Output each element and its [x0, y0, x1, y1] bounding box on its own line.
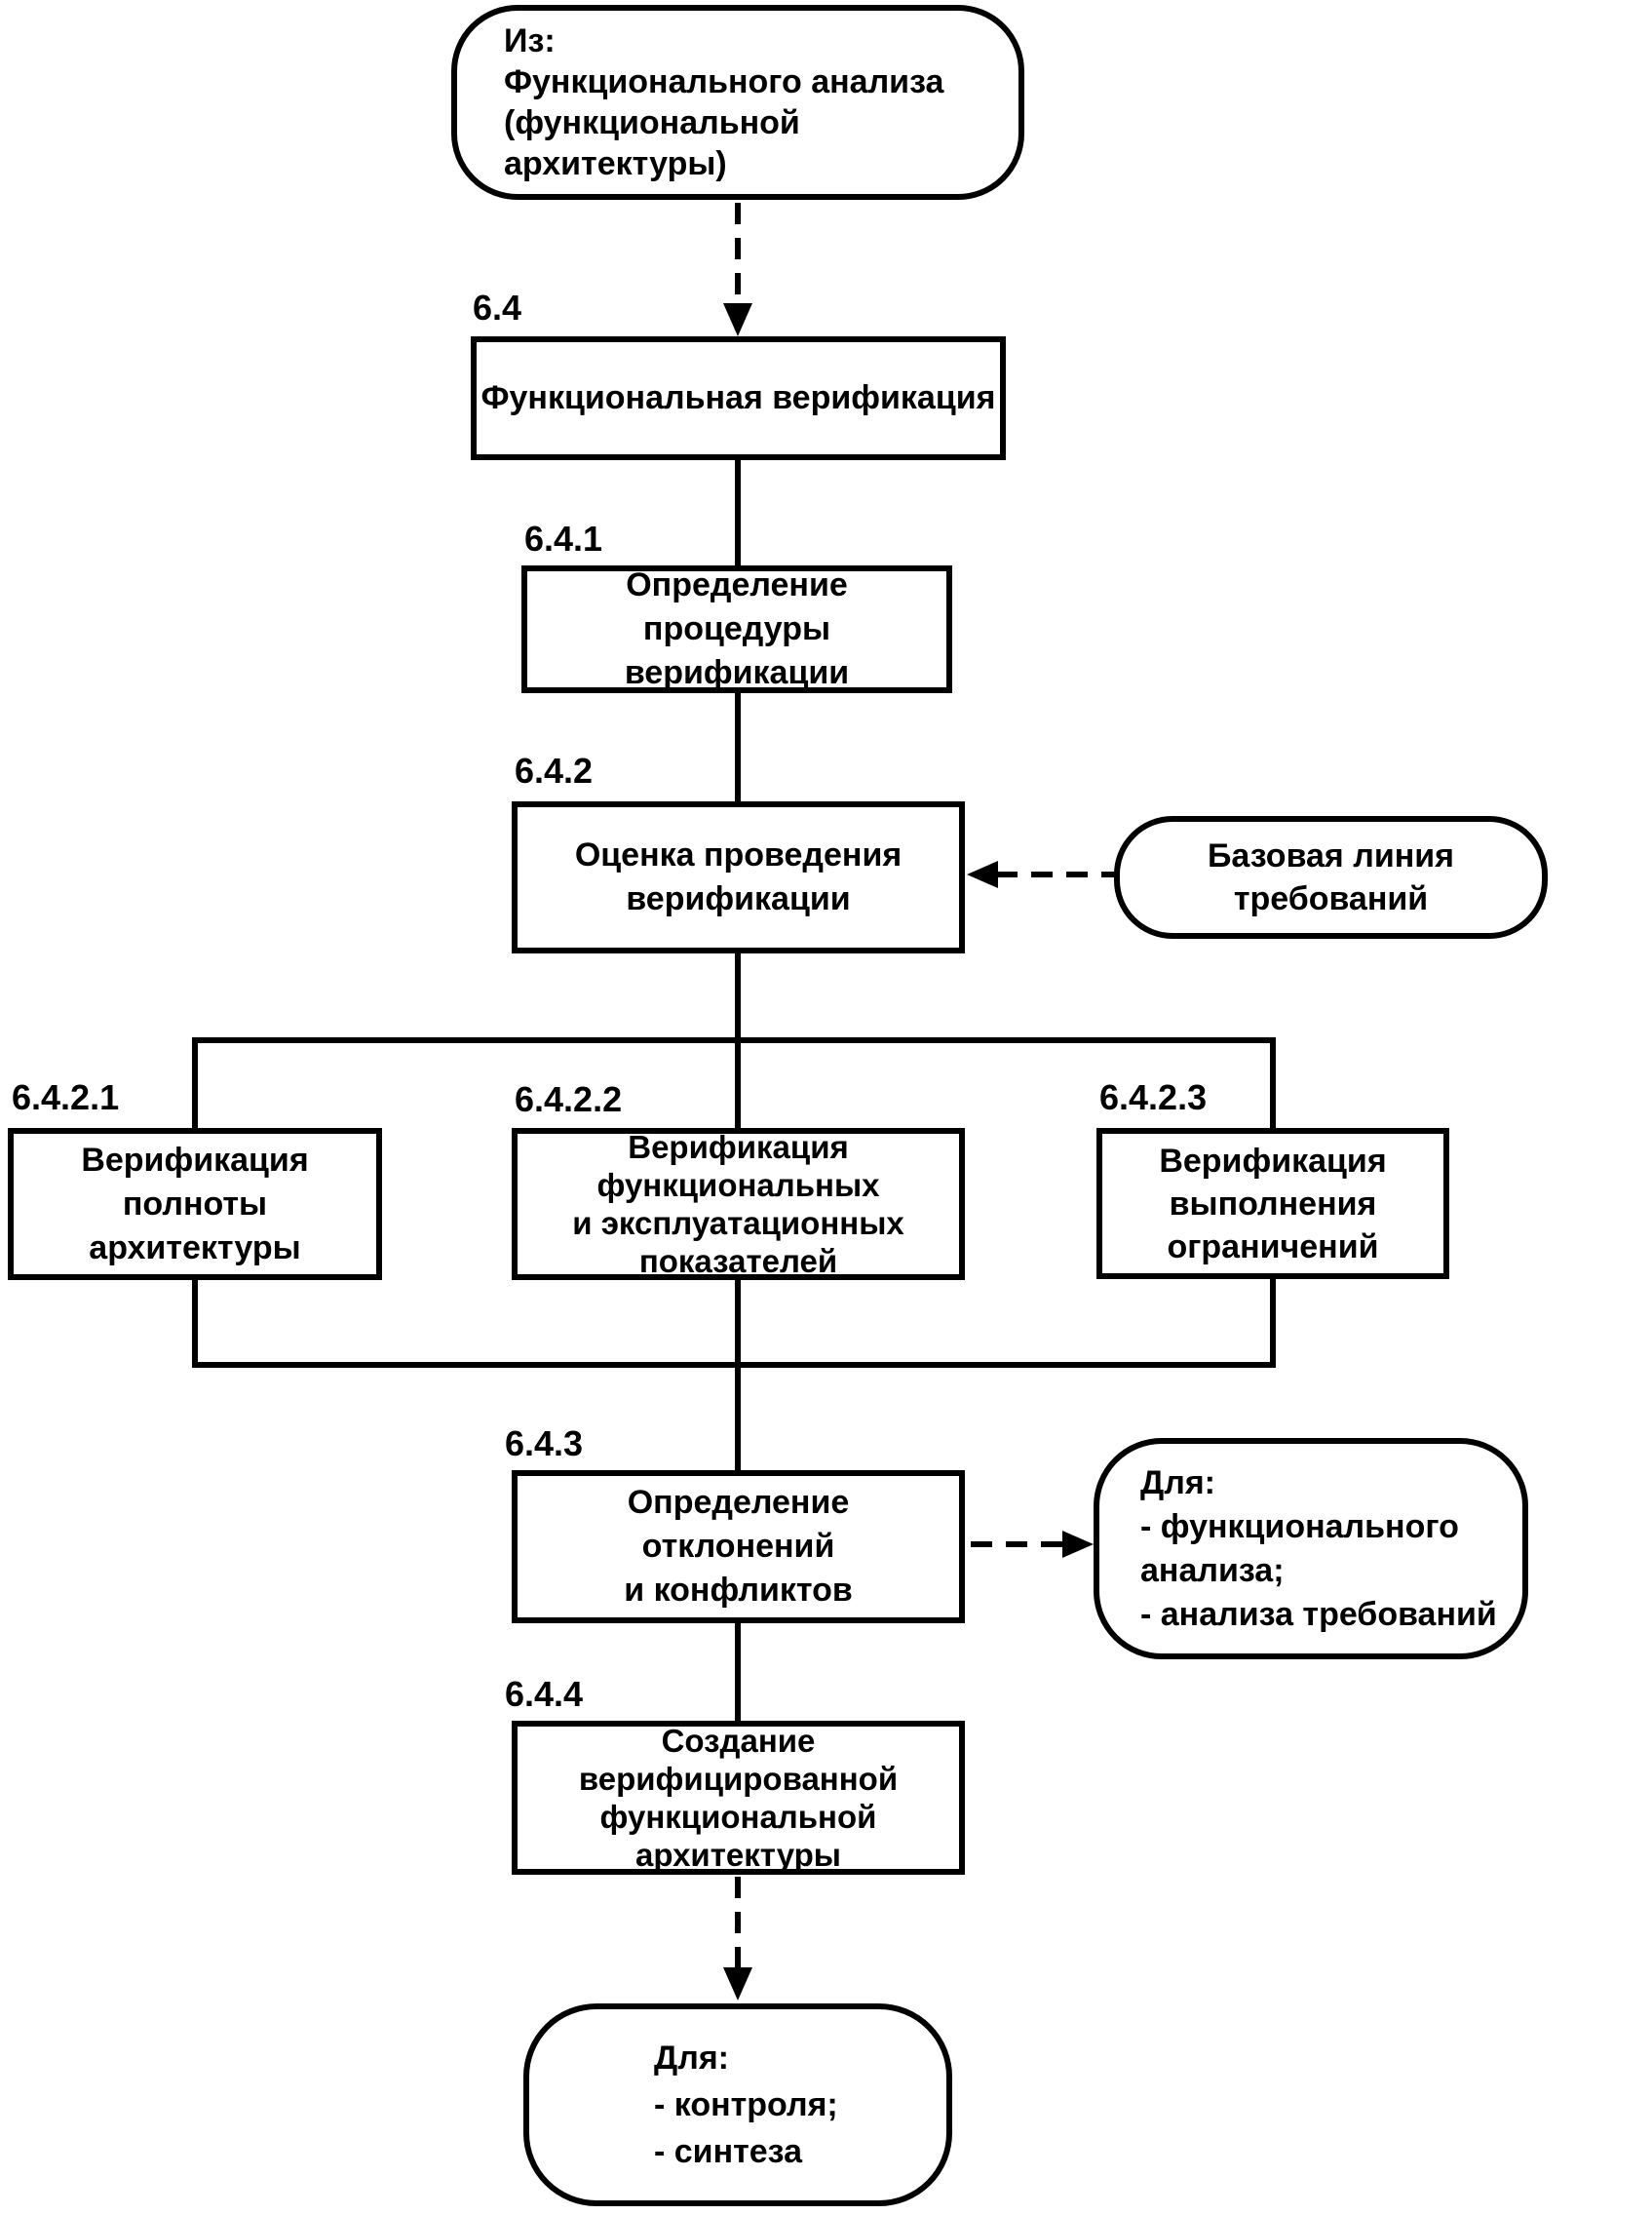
- arrow-down-icon: [723, 303, 752, 336]
- process-box-6-4-3-line: Определение: [627, 1484, 850, 1521]
- process-box-6-4-2-3: Верификация выполнения ограничений: [1096, 1128, 1449, 1279]
- terminator-source-line: (функциональной архитектуры): [504, 104, 800, 182]
- step-number-6-4-1: 6.4.1: [524, 519, 603, 559]
- step-number-6-4-2: 6.4.2: [515, 751, 594, 791]
- process-box-6-4-2: Оценка проведения верификации: [512, 801, 965, 953]
- process-box-6-4-3-line: и конфликтов: [624, 1572, 853, 1609]
- connector-6-4-1-to-6-4-2: [735, 691, 741, 803]
- terminator-to-control: Для: - контроля; - синтеза: [523, 2003, 952, 2206]
- dashed-connector-baseline-to-6-4-2: [996, 872, 1114, 877]
- arrow-left-icon: [967, 861, 998, 888]
- terminator-baseline-line: требований: [1233, 880, 1429, 917]
- terminator-to-control-line: - синтеза: [654, 2133, 803, 2170]
- terminator-source-line: Из:: [504, 22, 556, 59]
- branch-out-right: [1270, 1278, 1276, 1368]
- process-box-6-4-1: Определение процедуры верификации: [521, 565, 952, 693]
- process-box-6-4-4-line: верифицированной: [578, 1761, 899, 1797]
- terminator-to-analysis-line: - функционального анализа;: [1140, 1507, 1459, 1589]
- terminator-to-control-line: - контроля;: [654, 2086, 838, 2123]
- connector-branch-to-6-4-3: [735, 1362, 741, 1472]
- process-box-6-4-2-2-line: функциональных: [596, 1167, 880, 1203]
- process-box-6-4-line: Функциональная верификация: [480, 379, 996, 416]
- terminator-to-control-line: Для:: [654, 2040, 729, 2077]
- process-box-6-4-2-2: Верификация функциональных и эксплуатаци…: [512, 1128, 965, 1280]
- step-number-6-4-2-2: 6.4.2.2: [515, 1079, 623, 1119]
- process-box-6-4: Функциональная верификация: [471, 336, 1006, 460]
- branch-connector-top: [192, 1037, 1276, 1043]
- branch-out-middle: [735, 1278, 741, 1368]
- branch-drop-right: [1270, 1037, 1276, 1130]
- terminator-to-analysis: Для: - функционального анализа; - анализ…: [1094, 1438, 1528, 1659]
- process-box-6-4-2-1-line: Верификация полноты: [81, 1141, 309, 1223]
- step-number-6-4-2-3: 6.4.2.3: [1099, 1077, 1208, 1117]
- process-box-6-4-1-line: процедуры верификации: [624, 610, 850, 691]
- process-box-6-4-2-3-line: Верификация: [1159, 1142, 1387, 1180]
- arrow-down-icon: [723, 1967, 752, 2001]
- dashed-connector-source-to-6-4: [735, 203, 741, 304]
- process-box-6-4-2-2-line: и эксплуатационных: [572, 1205, 904, 1241]
- process-box-6-4-3-line: отклонений: [641, 1528, 835, 1565]
- branch-drop-left: [192, 1037, 198, 1130]
- terminator-baseline: Базовая линия требований: [1114, 816, 1548, 939]
- step-number-6-4-4: 6.4.4: [505, 1674, 584, 1714]
- connector-6-4-3-to-6-4-4: [735, 1621, 741, 1723]
- process-box-6-4-2-1: Верификация полноты архитектуры: [8, 1128, 382, 1280]
- terminator-to-analysis-line: Для:: [1140, 1463, 1215, 1501]
- process-box-6-4-4: Создание верифицированной функциональной…: [512, 1721, 965, 1875]
- process-box-6-4-2-1-line: архитектуры: [89, 1228, 301, 1266]
- process-box-6-4-2-3-line: ограничений: [1167, 1227, 1379, 1265]
- step-number-6-4: 6.4: [473, 288, 522, 328]
- terminator-source-line: Функционального анализа: [504, 63, 944, 100]
- branch-connector-bottom: [192, 1362, 1276, 1368]
- process-box-6-4-3: Определение отклонений и конфликтов: [512, 1470, 965, 1623]
- arrow-right-icon: [1062, 1531, 1094, 1558]
- connector-6-4-to-6-4-1: [735, 458, 741, 567]
- process-box-6-4-2-2-line: Верификация: [628, 1129, 849, 1165]
- process-box-6-4-2-line: Оценка проведения: [574, 836, 903, 874]
- terminator-source: Из: Функционального анализа (функциональ…: [451, 5, 1024, 200]
- terminator-to-analysis-line: - анализа требований: [1140, 1595, 1497, 1633]
- process-box-6-4-2-3-line: выполнения: [1169, 1185, 1377, 1223]
- dashed-connector-6-4-4-to-control: [735, 1877, 741, 1968]
- step-number-6-4-3: 6.4.3: [505, 1423, 584, 1463]
- process-box-6-4-4-line: функциональной: [599, 1799, 877, 1835]
- terminator-baseline-line: Базовая линия: [1207, 837, 1454, 874]
- process-box-6-4-2-line: верификации: [626, 880, 851, 917]
- process-box-6-4-1-line: Определение: [626, 566, 848, 603]
- process-box-6-4-4-line: архитектуры: [635, 1837, 841, 1873]
- step-number-6-4-2-1: 6.4.2.1: [12, 1077, 120, 1117]
- process-box-6-4-2-2-line: показателей: [638, 1243, 838, 1279]
- branch-out-left: [192, 1278, 198, 1368]
- dashed-connector-6-4-3-to-analysis: [971, 1541, 1064, 1547]
- process-box-6-4-4-line: Создание: [661, 1723, 816, 1759]
